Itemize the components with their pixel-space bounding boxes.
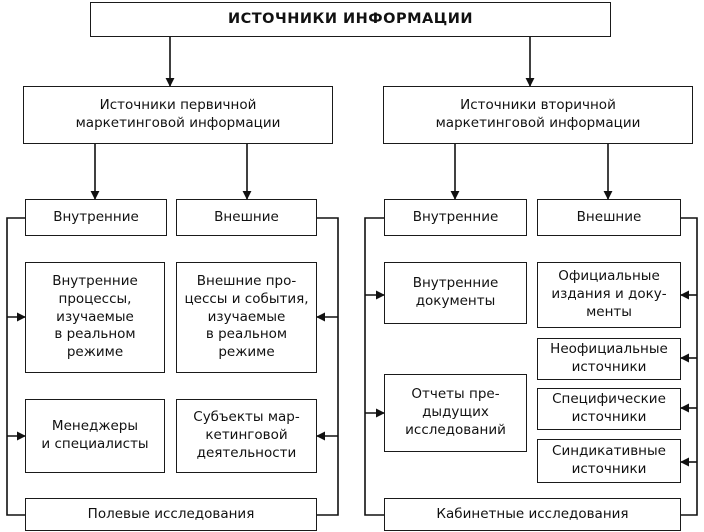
bracket-secondary-external (681, 217, 698, 516)
secondary-sources-box: Источники вторичной маркетинговой информ… (383, 86, 693, 144)
bracket-primary-internal (6, 217, 25, 516)
secondary-internal-box: Внутренние (384, 199, 527, 236)
bracket-primary-external (317, 217, 339, 516)
primary-external-box: Внешние (176, 199, 317, 236)
external-processes-box: Внешние про- цессы и события, изучаемые … (176, 262, 317, 373)
field-research-box: Полевые исследования (25, 498, 317, 531)
specific-box: Специфические источники (537, 388, 681, 430)
bracket-secondary-internal (364, 217, 384, 516)
desk-research-box: Кабинетные исследования (384, 498, 681, 531)
diagram-title: ИСТОЧНИКИ ИНФОРМАЦИИ (90, 2, 611, 37)
unofficial-box: Неофициальные источники (537, 338, 681, 380)
managers-box: Менеджеры и специалисты (25, 399, 165, 473)
official-box: Официальные издания и доку- менты (537, 262, 681, 328)
syndicated-box: Синдикативные источники (537, 439, 681, 483)
primary-sources-box: Источники первичной маркетинговой информ… (23, 86, 333, 144)
internal-processes-box: Внутренние процессы, изучаемые в реально… (25, 262, 165, 373)
internal-documents-box: Внутренние документы (384, 262, 527, 324)
previous-reports-box: Отчеты пре- дыдущих исследований (384, 374, 527, 452)
secondary-external-box: Внешние (537, 199, 681, 236)
subjects-box: Субъекты мар- кетинговой деятельности (176, 399, 317, 473)
primary-internal-box: Внутренние (25, 199, 167, 236)
